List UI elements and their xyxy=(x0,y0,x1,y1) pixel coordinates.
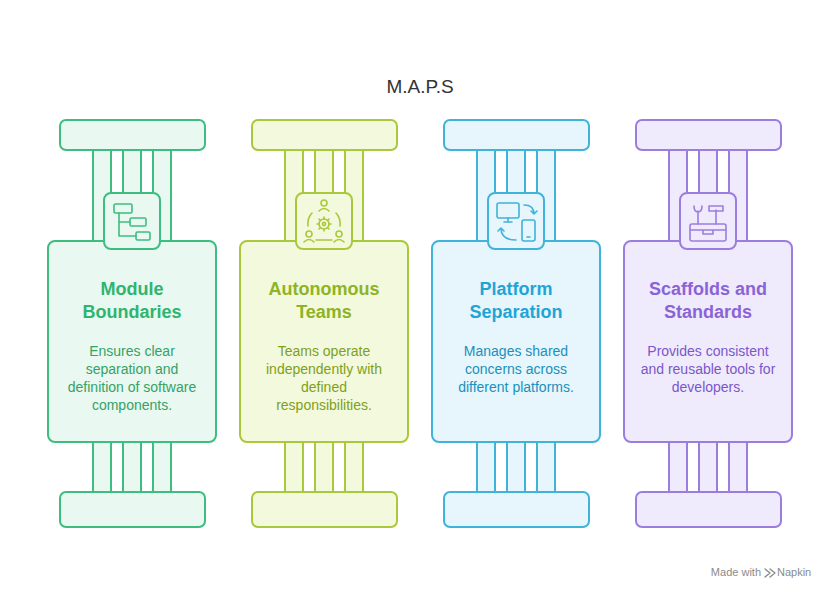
pillar-box: Module BoundariesEnsures clear separatio… xyxy=(47,240,217,443)
pillar-heading: Module Boundaries xyxy=(62,278,202,324)
pillar-box: Platform SeparationManages shared concer… xyxy=(431,240,601,443)
tools-icon xyxy=(680,193,736,249)
pillar-box: Scaffolds and StandardsProvides consiste… xyxy=(623,240,793,443)
diagram-title: M.A.P.S xyxy=(0,76,840,98)
pillar-box: Autonomous TeamsTeams operate independen… xyxy=(239,240,409,443)
watermark-text: Napkin xyxy=(777,566,811,578)
watermark-text: Made with xyxy=(711,566,761,578)
module-icon xyxy=(104,193,160,249)
pillar-description: Manages shared concerns across different… xyxy=(445,342,587,396)
pillar-heading: Platform Separation xyxy=(446,278,586,324)
platform-icon xyxy=(488,193,544,249)
pillar-description: Teams operate independently with defined… xyxy=(253,342,395,414)
pillar-heading: Scaffolds and Standards xyxy=(638,278,778,324)
pillar-description: Provides consistent and reusable tools f… xyxy=(637,342,779,396)
pillar-description: Ensures clear separation and definition … xyxy=(61,342,203,414)
teams-icon xyxy=(296,193,352,249)
napkin-logo xyxy=(765,569,775,577)
pillar-heading: Autonomous Teams xyxy=(254,278,394,324)
